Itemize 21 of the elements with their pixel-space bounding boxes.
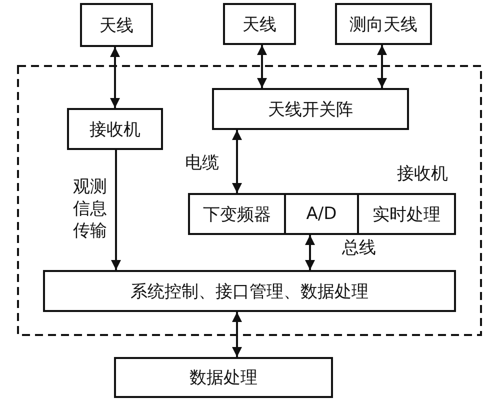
control-box: 系统控制、接口管理、数据处理 — [43, 270, 456, 312]
antenna-box: 天线 — [223, 3, 296, 45]
antenna-box: 测向天线 — [335, 3, 432, 45]
arrow — [111, 150, 121, 270]
arrow — [257, 45, 267, 88]
switch-box: 天线开关阵 — [212, 88, 409, 130]
arrow — [232, 312, 242, 357]
arrow — [110, 47, 120, 108]
arrow — [377, 45, 387, 88]
arrow — [232, 130, 242, 193]
process-cell: 下变频器 — [188, 193, 286, 235]
edge-label: 电缆 — [185, 152, 220, 174]
process-cell: 实时处理 — [357, 193, 456, 235]
process-box: 数据处理 — [114, 357, 333, 398]
process-cell: A/D — [284, 193, 359, 235]
group-heading: 接收机 — [397, 163, 448, 185]
antenna-box: 天线 — [80, 3, 153, 47]
arrow — [305, 235, 315, 270]
edge-label: 观测信息传输 — [73, 176, 108, 242]
receiver-box: 接收机 — [67, 108, 163, 150]
edge-label: 总线 — [342, 237, 377, 259]
